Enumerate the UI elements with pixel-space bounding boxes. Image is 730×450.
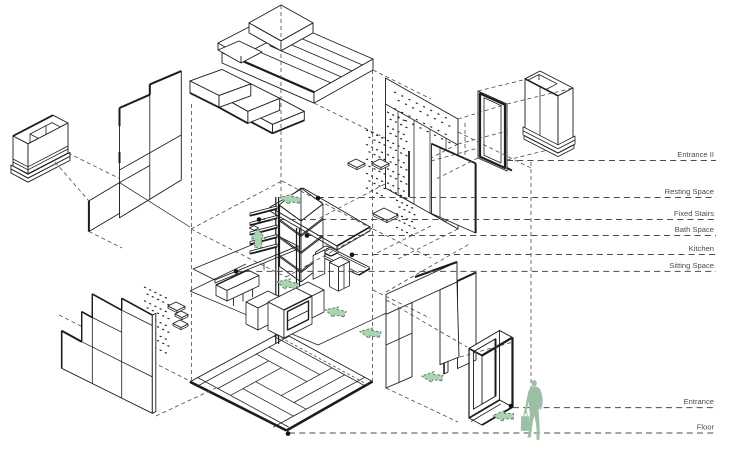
svg-text:Entrance: Entrance <box>684 397 714 406</box>
svg-text:Kitchen: Kitchen <box>689 244 714 253</box>
svg-text:Bath Space: Bath Space <box>675 225 714 234</box>
svg-text:Resting Space: Resting Space <box>665 187 714 196</box>
svg-text:Sitting Space: Sitting Space <box>669 261 714 270</box>
svg-text:Fixed Stairs: Fixed Stairs <box>674 209 714 218</box>
svg-text:Entrance II: Entrance II <box>677 150 714 159</box>
svg-text:Floor: Floor <box>697 423 715 432</box>
